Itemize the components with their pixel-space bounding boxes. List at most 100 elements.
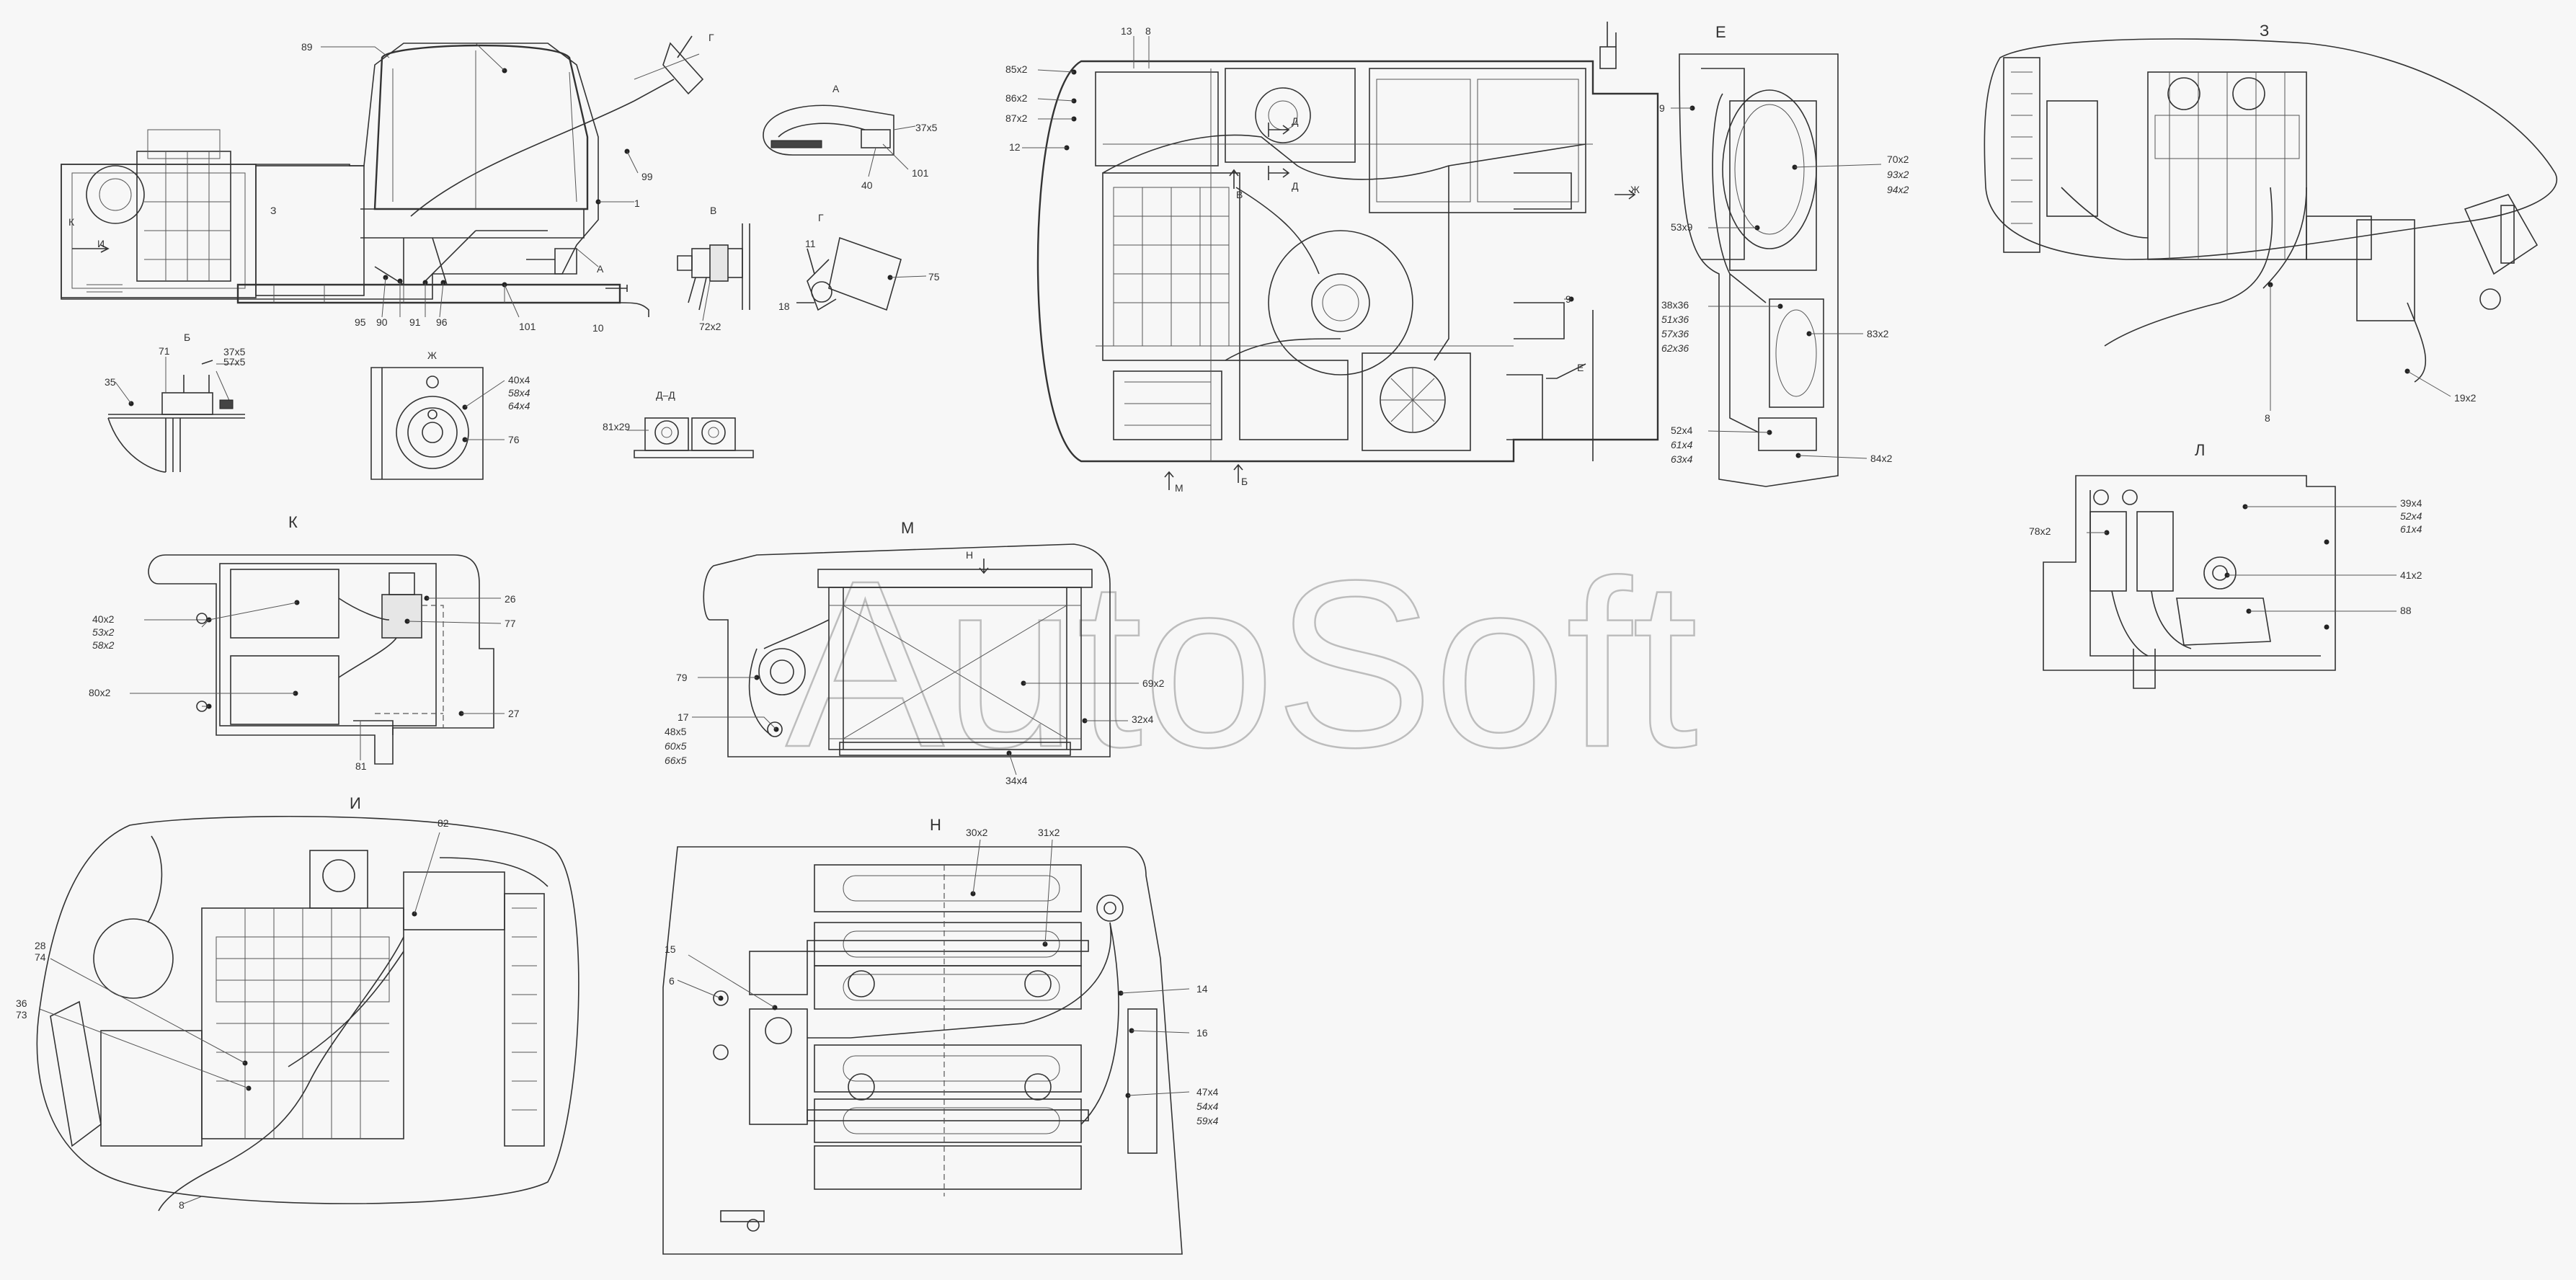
view-E-label-93x2: 93x2	[1887, 169, 1909, 180]
label-95: 95	[355, 316, 366, 328]
top-label-E: Е	[1577, 362, 1584, 373]
view-K-title: К	[288, 513, 298, 531]
view-L-label-39x4: 39x4	[2400, 497, 2422, 509]
view-N-label-15: 15	[665, 943, 676, 955]
view-M-label-60x5: 60x5	[665, 740, 687, 752]
view-K-label-58x2: 58x2	[92, 639, 115, 651]
view-N-label-59x4: 59x4	[1196, 1115, 1219, 1126]
view-A: А 37x5 101 40	[763, 83, 938, 191]
view-Zh-label-64x4: 64x4	[508, 400, 530, 412]
view-M-label-66x5: 66x5	[665, 755, 687, 766]
label-I-callout: И	[97, 238, 105, 249]
view-E-label-38x36: 38x36	[1661, 299, 1689, 311]
view-K-label-81: 81	[355, 760, 367, 772]
view-E-label-53x9: 53x9	[1671, 221, 1693, 233]
top-label-9: 9	[1565, 293, 1571, 305]
view-E-label-94x2: 94x2	[1887, 184, 1909, 195]
view-B-label-57x5: 57x5	[223, 356, 246, 368]
view-I-label-28: 28	[35, 940, 46, 951]
view-K-label-26: 26	[505, 593, 516, 605]
view-B: Б 71 37x5 57x5 35	[105, 332, 246, 473]
view-N-title: Н	[930, 816, 941, 834]
view-N-label-47x4: 47x4	[1196, 1086, 1219, 1098]
view-I: И 82 28 74 36 73 8	[16, 794, 579, 1212]
view-E-label-51x36: 51x36	[1661, 314, 1689, 325]
label-91: 91	[409, 316, 421, 328]
view-B-label-71: 71	[159, 345, 170, 357]
view-I-label-8: 8	[179, 1199, 185, 1211]
top-label-M: М	[1175, 482, 1183, 494]
view-E-label-83x2: 83x2	[1867, 328, 1889, 339]
view-M-label-17: 17	[678, 711, 689, 723]
view-N-label-31x2: 31x2	[1038, 827, 1060, 838]
top-label-8: 8	[1145, 25, 1151, 37]
label-A-callout: А	[597, 263, 604, 275]
view-Zh-label-58x4: 58x4	[508, 387, 530, 399]
view-L: Л 39x4 52x4 61x4 78x2 41x2 88	[2029, 441, 2422, 689]
top-view: 13 8 85x2 86x2 87x2 12 В Д Д Ж 9 Е М Б	[1005, 22, 1659, 494]
view-Z-label-8: 8	[2265, 412, 2270, 424]
view-E-label-84x2: 84x2	[1870, 453, 1893, 464]
label-96: 96	[436, 316, 448, 328]
view-M-label-69x2: 69x2	[1142, 677, 1165, 689]
view-Z: З 8 19x2	[1984, 22, 2557, 424]
top-label-87x2: 87x2	[1005, 112, 1028, 124]
view-I-label-36: 36	[16, 997, 27, 1009]
view-L-title: Л	[2195, 441, 2205, 459]
view-N-label-30x2: 30x2	[966, 827, 988, 838]
view-M-label-N: Н	[966, 549, 973, 561]
view-E-label-62x36: 62x36	[1661, 342, 1689, 354]
label-G-callout: Г	[709, 32, 714, 43]
view-A-title: А	[832, 83, 840, 94]
label-89: 89	[301, 41, 313, 53]
view-B-label-37x5: 37x5	[223, 346, 246, 357]
view-M-label-79: 79	[676, 672, 688, 683]
view-I-label-74: 74	[35, 951, 46, 963]
view-V: В 72x2	[677, 205, 750, 332]
view-B-title: Б	[184, 332, 190, 343]
view-L-label-41x2: 41x2	[2400, 569, 2422, 581]
top-label-13: 13	[1121, 25, 1132, 37]
view-L-label-88: 88	[2400, 605, 2412, 616]
view-G-label-11: 11	[805, 238, 816, 249]
view-Zh-title: Ж	[427, 350, 437, 361]
view-DD: Д–Д 81x29	[603, 389, 754, 458]
top-label-12: 12	[1009, 141, 1021, 153]
view-K-label-80x2: 80x2	[89, 687, 111, 698]
view-I-title: И	[350, 794, 361, 812]
view-N-label-16: 16	[1196, 1027, 1208, 1039]
view-K-label-77: 77	[505, 618, 516, 629]
view-G-label-75: 75	[928, 271, 940, 283]
view-E-label-61x4: 61x4	[1671, 439, 1693, 450]
view-M-title: М	[901, 519, 914, 537]
view-M: М Н 79 69x2 17 48x5 60x5 66x5 32x4 34x4	[665, 519, 1165, 786]
view-E-label-57x36: 57x36	[1661, 328, 1689, 339]
view-B-label-35: 35	[105, 376, 116, 388]
view-E-label-70x2: 70x2	[1887, 154, 1909, 165]
top-label-B: Б	[1241, 476, 1248, 487]
view-V-label-72x2: 72x2	[699, 321, 721, 332]
label-90: 90	[376, 316, 388, 328]
label-101: 101	[519, 321, 536, 332]
top-label-86x2: 86x2	[1005, 92, 1028, 104]
view-E-label-9: 9	[1659, 102, 1665, 114]
view-Z-label-19x2: 19x2	[2454, 392, 2477, 404]
label-1: 1	[634, 197, 640, 209]
view-DD-title: Д–Д	[656, 389, 675, 401]
view-A-label-101: 101	[912, 167, 929, 179]
view-Zh-label-40x4: 40x4	[508, 374, 530, 386]
top-label-D1: Д	[1292, 180, 1299, 192]
view-Z-title: З	[2260, 22, 2269, 40]
view-N: Н	[662, 816, 1219, 1255]
view-I-label-73: 73	[16, 1009, 27, 1021]
view-G-title: Г	[818, 212, 824, 223]
view-Zh-label-76: 76	[508, 434, 520, 445]
view-E-label-63x4: 63x4	[1671, 453, 1693, 465]
top-label-85x2: 85x2	[1005, 63, 1028, 75]
view-N-label-54x4: 54x4	[1196, 1101, 1219, 1112]
top-label-V: В	[1236, 189, 1243, 200]
label-10: 10	[592, 322, 604, 334]
view-K-label-27: 27	[508, 708, 520, 719]
